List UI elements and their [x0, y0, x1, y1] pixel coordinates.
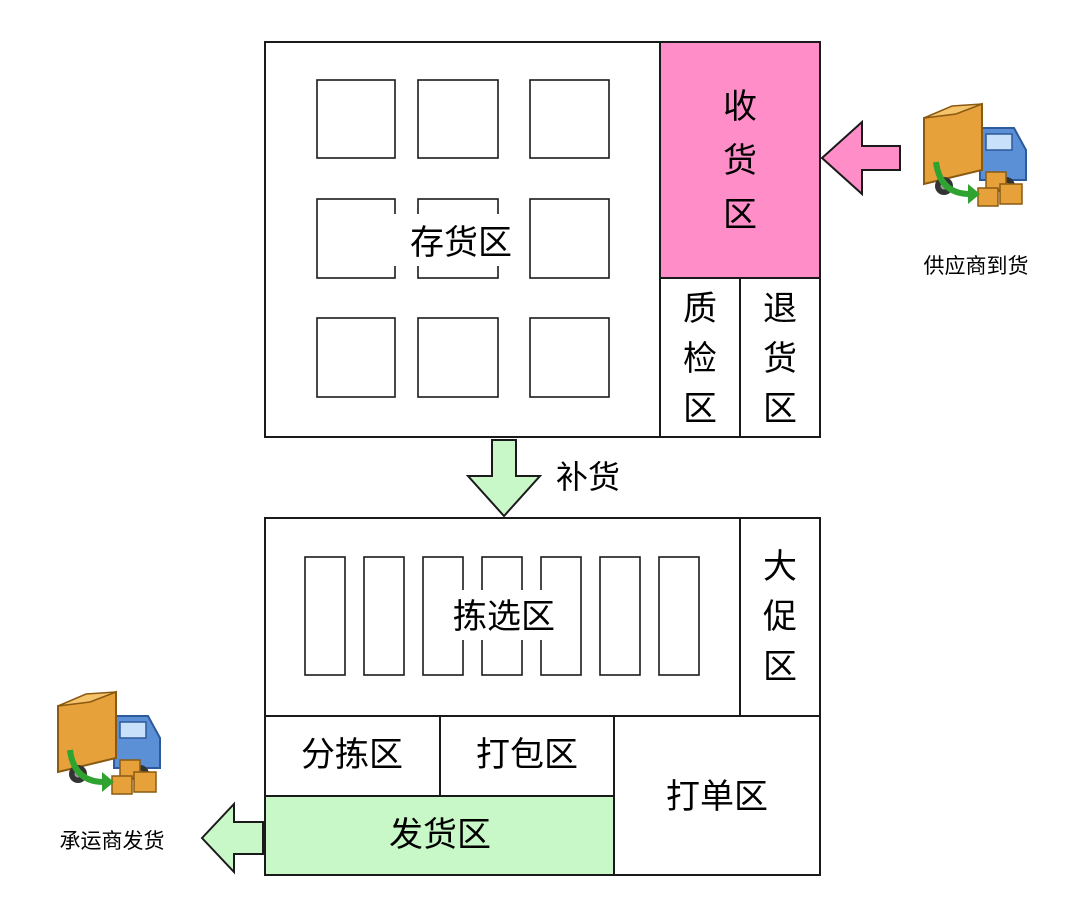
returns-label-char: 退: [763, 289, 797, 329]
storage-label-backing: [372, 214, 528, 266]
rack: [417, 317, 499, 398]
outbound-arrow: [200, 801, 264, 875]
replenish-label: 补货: [556, 458, 620, 496]
rack: [316, 317, 396, 398]
packing-zone: [439, 715, 615, 797]
rack: [417, 79, 499, 159]
promo-label-char: 促: [763, 597, 797, 637]
rack: [529, 317, 610, 398]
delivery-truck-icon: [924, 104, 1026, 206]
returns-label-char: 区: [763, 389, 797, 429]
qc-label-char: 检: [683, 339, 717, 379]
sorting-label: 分拣区: [301, 735, 403, 775]
carrier-label: 承运商发货: [60, 829, 165, 853]
shelf: [599, 556, 641, 676]
replenish-arrow: [465, 439, 543, 518]
shipping-label: 发货区: [389, 815, 491, 855]
rack: [529, 198, 610, 279]
picking-label-backing: [444, 590, 564, 640]
qc-label-char: 区: [683, 389, 717, 429]
picking-block: 拣选区 大 促 区 分拣区 打包区 打单区 发货区: [264, 517, 821, 876]
promo-label-char: 大: [763, 547, 797, 587]
qc-label-char: 质: [683, 289, 717, 329]
supplier-label: 供应商到货: [924, 254, 1029, 278]
shelf: [363, 556, 405, 676]
shipping-zone: [264, 795, 615, 876]
receiving-label-char: 区: [723, 195, 757, 235]
quality-check-zone: [659, 277, 741, 438]
receiving-label-char: 收: [723, 87, 757, 127]
printing-label: 打单区: [666, 777, 768, 817]
picking-label: 拣选区: [453, 597, 555, 637]
shelf: [658, 556, 700, 676]
storage-label: 存货区: [410, 223, 512, 263]
rack: [529, 79, 610, 159]
packing-label: 打包区: [476, 735, 578, 775]
shelf: [304, 556, 346, 676]
storage-block: 存货区 收 货 区 质 检 区 退 货 区: [264, 41, 821, 438]
receiving-label-char: 货: [723, 141, 757, 181]
inbound-arrow: [820, 119, 901, 197]
returns-zone: [739, 277, 821, 438]
returns-label-char: 货: [763, 339, 797, 379]
rack: [316, 79, 396, 159]
delivery-truck-icon: [58, 692, 160, 794]
promo-label-char: 区: [763, 647, 797, 687]
printing-zone: [613, 715, 821, 876]
